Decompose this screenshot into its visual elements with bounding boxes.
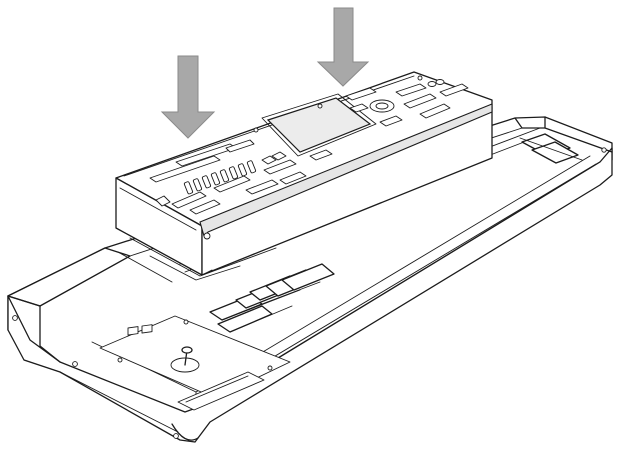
screw-icon <box>173 433 179 439</box>
screw-icon <box>203 232 211 240</box>
fader-knob <box>183 181 194 195</box>
fader-knob <box>201 175 212 189</box>
fader-knob <box>246 160 257 174</box>
display-screen <box>266 97 372 153</box>
arrow-down-icon-right <box>316 7 370 87</box>
arrow-down-icon <box>160 55 216 139</box>
screw-icon <box>183 319 189 325</box>
control-module <box>115 71 493 276</box>
arrow-down-icon-left <box>160 55 216 139</box>
arrow-down-icon <box>316 7 370 87</box>
keyboard-key-slats <box>209 133 583 333</box>
fader-knob <box>237 163 248 177</box>
small-knob <box>435 79 445 85</box>
screw-icon <box>417 75 423 81</box>
small-knob <box>427 81 437 87</box>
screw-icon <box>72 361 78 367</box>
module-button-row-upper <box>149 139 255 183</box>
module-right-controls <box>253 75 469 133</box>
screw-icon <box>317 103 323 109</box>
screw-icon <box>12 315 18 321</box>
screw-icon <box>253 127 259 133</box>
screw-icon <box>117 357 123 363</box>
fader-knob <box>192 178 203 192</box>
small-button <box>127 326 139 336</box>
fader-knob <box>228 166 239 180</box>
keyboard-control-area <box>99 315 291 411</box>
joystick-knob <box>181 346 193 354</box>
fader-knob <box>219 169 230 183</box>
small-button <box>141 324 153 334</box>
screw-icon <box>601 147 607 153</box>
module-button-cluster <box>155 149 333 215</box>
module-footprint <box>117 237 277 283</box>
module-fader-row <box>183 160 257 195</box>
fader-knob <box>210 172 221 186</box>
module-front-rail <box>199 103 493 237</box>
screw-icon <box>267 365 273 371</box>
panel-slot <box>177 371 265 411</box>
